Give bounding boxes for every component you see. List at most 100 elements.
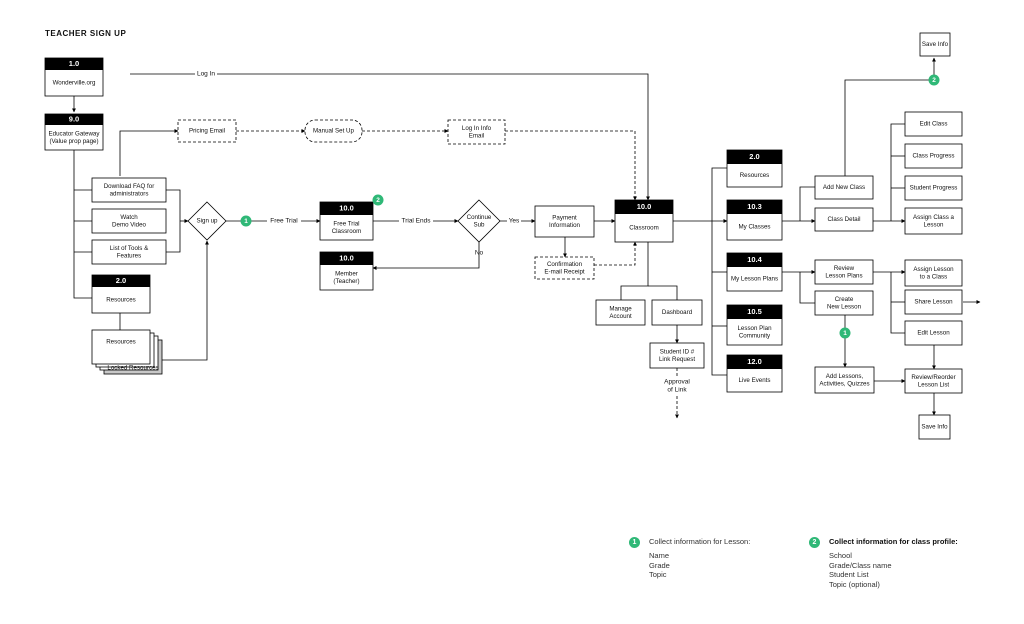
node-label: to a Class xyxy=(920,273,948,280)
page-title: TEACHER SIGN UP xyxy=(45,29,127,38)
legend-item: Topic xyxy=(649,570,667,579)
label-backing xyxy=(195,69,217,79)
connector xyxy=(130,73,650,201)
node-label: Account xyxy=(609,313,632,320)
node-label: Dashboard xyxy=(662,309,693,316)
edge-label: Approval xyxy=(664,379,690,386)
connector xyxy=(166,189,181,253)
node-label: E-mail Receipt xyxy=(544,268,585,275)
node-manual: Manual Set Up xyxy=(304,119,363,143)
edge-label: of Link xyxy=(667,387,687,394)
node-my-classes: 10.3 My Classes xyxy=(726,199,783,241)
decision-label: Continue xyxy=(467,214,492,221)
node-label: Classroom xyxy=(332,228,362,235)
legend-item: Grade/Class name xyxy=(829,560,892,570)
node-id: 10.3 xyxy=(747,202,762,211)
step-badge-icon: 2 xyxy=(372,194,384,206)
node-label: New Lesson xyxy=(827,303,862,310)
step-badge-icon: 2 xyxy=(809,537,820,548)
node-label: Resources xyxy=(106,339,136,346)
node-label: Save Info xyxy=(921,424,948,431)
node-student-id: Student ID #Link Request xyxy=(649,342,705,369)
node-label: Pricing Email xyxy=(189,128,225,135)
node-save-bottom: Save Info xyxy=(918,414,951,440)
label-backing xyxy=(662,385,692,395)
node-id: 10.0 xyxy=(637,202,652,211)
node-edit-class: Edit Class xyxy=(904,111,963,137)
node-student-progress: Student Progress xyxy=(904,175,963,201)
node-label: Features xyxy=(117,252,141,259)
node-id: 10.5 xyxy=(747,307,762,316)
legend-heading: Collect information for class profile: xyxy=(829,537,958,546)
node-label: Member xyxy=(335,270,358,277)
node-label: List of Tools & xyxy=(110,245,149,252)
connector xyxy=(844,57,936,176)
node-label: My Classes xyxy=(739,224,771,231)
badge-number: 1 xyxy=(244,218,248,225)
legend-item: School xyxy=(829,551,852,560)
node-label: Assign Class a xyxy=(913,214,954,221)
node-save-top: Save Info xyxy=(919,32,951,57)
connector xyxy=(799,272,815,304)
node-label: Lesson xyxy=(924,221,945,228)
node-tools: List of Tools &Features xyxy=(91,239,167,265)
node-id: 10.4 xyxy=(747,255,762,264)
node-label: Review xyxy=(834,265,855,272)
node-id: 10.0 xyxy=(339,203,354,212)
node-label: Edit Class xyxy=(920,121,948,128)
label-backing xyxy=(399,216,433,226)
step-badge-icon: 1 xyxy=(629,537,640,548)
node-label: Watch xyxy=(120,214,138,221)
label-backing xyxy=(507,216,521,226)
node-label: Demo Video xyxy=(112,221,146,228)
edge-label: Free Trial xyxy=(270,218,298,225)
node-label: Resources xyxy=(106,297,136,304)
node-label: Link Request xyxy=(659,356,695,363)
node-label: Download FAQ for xyxy=(104,183,155,190)
connector xyxy=(711,167,727,221)
node-label: Information xyxy=(549,222,581,229)
step-badge-icon: 2 xyxy=(928,74,940,86)
node-label: Resources xyxy=(740,172,770,179)
connector xyxy=(890,272,905,334)
node-label: Classroom xyxy=(629,225,659,232)
node-add-lessons: Add Lessons,Activities, Quizzes xyxy=(814,366,875,394)
node-label: administrators xyxy=(110,190,149,197)
connector xyxy=(711,221,727,376)
node-pricing: Pricing Email xyxy=(177,119,237,143)
legend-item: Topic (optional) xyxy=(829,579,880,589)
node-add-class: Add New Class xyxy=(814,175,874,200)
step-badge-icon: 1 xyxy=(240,215,252,227)
legend-item: Name xyxy=(649,551,670,560)
legend-lesson: 1 Collect information for Lesson: Name G… xyxy=(629,537,789,587)
node-label: Lesson Plans xyxy=(825,272,862,279)
legend-class-profile: 2 Collect information for class profile:… xyxy=(809,537,989,592)
node-label: Assign Lesson xyxy=(913,266,954,273)
node-label: Review/Reorder xyxy=(911,374,955,381)
node-label: Save Info xyxy=(922,41,949,48)
label-backing xyxy=(267,216,301,226)
badge-number: 1 xyxy=(843,330,847,337)
label-backing xyxy=(662,377,692,387)
node-label: Lesson List xyxy=(918,381,950,388)
node-edit-lesson: Edit Lesson xyxy=(904,320,963,346)
